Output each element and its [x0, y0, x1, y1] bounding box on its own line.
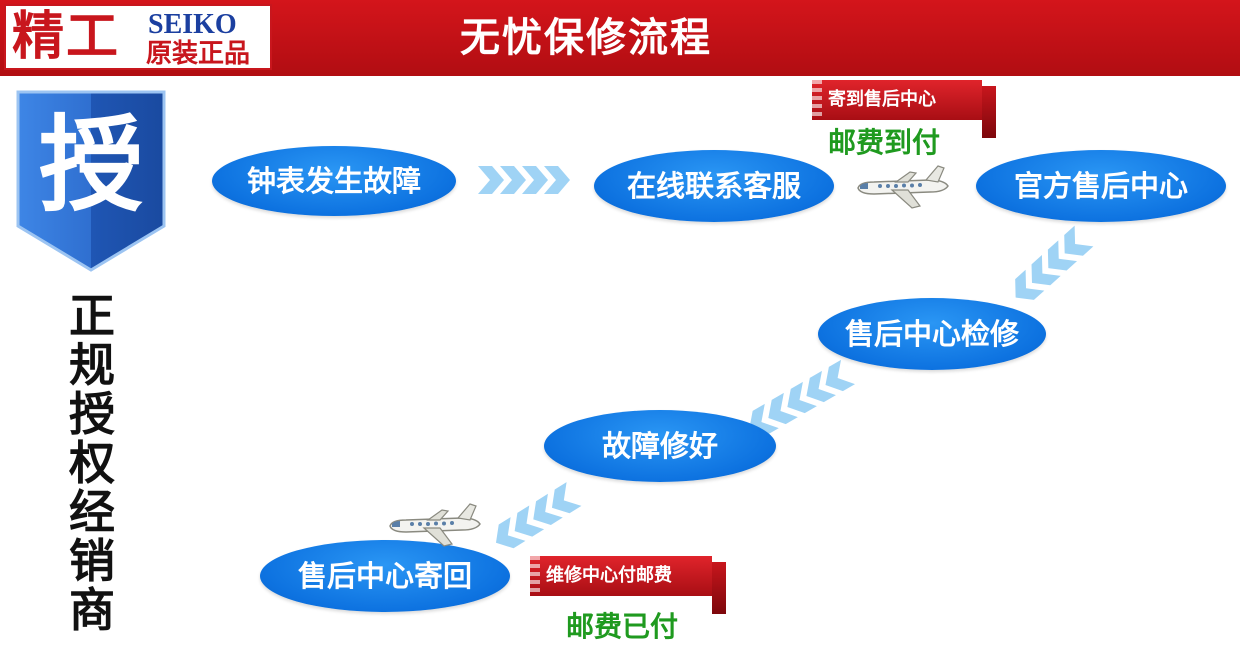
authorized-badge: 授 [12, 88, 170, 274]
airplane-icon [389, 503, 481, 547]
ribbon-label: 寄到售后中心 [812, 80, 982, 120]
step-service-repair: 售后中心检修 [818, 298, 1046, 370]
shield-icon [16, 90, 166, 272]
arrow-step3-to-step4 [1006, 225, 1094, 308]
authorized-dealer-label: 正规授权经销商 [69, 289, 115, 637]
logo-chinese-text: 精工 [12, 7, 121, 67]
step-contact-service: 在线联系客服 [594, 150, 834, 222]
step-label: 售后中心检修 [844, 317, 1019, 351]
postage-collect-label: 邮费到付 [828, 126, 941, 159]
step-label: 钟表发生故障 [246, 164, 421, 198]
postage-paid-label: 邮费已付 [566, 610, 679, 643]
brand-logo: 精工 SEIKO 原装正品 [4, 4, 272, 70]
step-label: 售后中心寄回 [297, 559, 472, 593]
step-label: 故障修好 [601, 429, 718, 463]
airplane-icon [857, 165, 949, 209]
logo-english-text: SEIKO [148, 9, 237, 40]
page-title: 无忧保修流程 [460, 15, 712, 61]
step-label: 在线联系客服 [626, 169, 801, 203]
badge-character: 授 [38, 104, 143, 226]
step-service-return: 售后中心寄回 [260, 540, 510, 612]
ribbon-send-to-center: 寄到售后中心 [812, 80, 996, 140]
arrow-step1-to-step2 [478, 166, 570, 194]
header-bar: 精工 SEIKO 原装正品 无忧保修流程 [0, 0, 1240, 76]
step-watch-fault: 钟表发生故障 [212, 146, 456, 216]
ribbon-center-pays-postage: 维修中心付邮费 [530, 556, 726, 616]
ribbon-label: 维修中心付邮费 [530, 556, 712, 596]
step-official-service-center: 官方售后中心 [976, 150, 1226, 222]
step-label: 官方售后中心 [1013, 169, 1188, 203]
logo-subtitle: 原装正品 [146, 39, 251, 69]
step-fault-fixed: 故障修好 [544, 410, 776, 482]
